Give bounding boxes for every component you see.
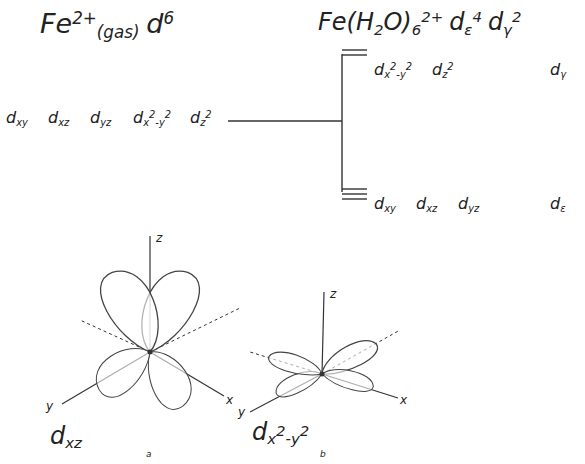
label-text: 2 bbox=[205, 109, 211, 120]
complex-heading: Fe(H2O)62+dε4dγ2 bbox=[318, 10, 521, 38]
label-text: d bbox=[488, 8, 503, 36]
axis-label: z bbox=[156, 232, 162, 244]
label-text: 2 bbox=[447, 61, 453, 72]
label-text: 2 bbox=[276, 422, 285, 440]
label-text: xy bbox=[16, 117, 28, 128]
orbital-label: dxy bbox=[6, 110, 28, 128]
label-text: -y bbox=[155, 117, 164, 128]
label-text: d bbox=[432, 60, 442, 79]
panel-letter: a bbox=[146, 450, 152, 459]
t2g-level bbox=[342, 198, 367, 199]
label-text: d bbox=[48, 108, 58, 127]
axis-label: x bbox=[226, 394, 233, 406]
label-text: d bbox=[252, 418, 267, 446]
label-text: d bbox=[416, 194, 426, 213]
axis-label: x bbox=[400, 394, 407, 406]
orbital-label: dxz bbox=[48, 110, 69, 128]
panel-letter: b bbox=[320, 450, 326, 459]
label-text: d bbox=[90, 108, 100, 127]
dx2y2-orbital bbox=[250, 292, 400, 412]
label-text: xz bbox=[58, 117, 69, 128]
orbital-name: dx2-y2 bbox=[252, 420, 309, 447]
eg-level bbox=[342, 49, 367, 50]
ion-heading: Fe2+(gas) d6 bbox=[40, 10, 174, 41]
orbital-set-label: dε bbox=[550, 196, 566, 214]
label-text: 2 bbox=[149, 109, 155, 120]
label-text: x bbox=[226, 393, 233, 407]
label-text: 2 bbox=[406, 61, 412, 72]
label-text: xy bbox=[384, 203, 396, 214]
label-text: Fe bbox=[40, 8, 72, 39]
orbital-label: dxz bbox=[416, 196, 437, 214]
label-text: 2 bbox=[165, 109, 171, 120]
label-text: d bbox=[50, 422, 65, 450]
orbital-label: dz2 bbox=[432, 62, 454, 80]
label-text: 2 bbox=[512, 8, 521, 26]
label-text: d bbox=[550, 60, 560, 79]
label-text: z bbox=[442, 69, 447, 80]
label-text: y bbox=[46, 399, 53, 413]
axis-label: y bbox=[238, 406, 245, 418]
label-text: z bbox=[156, 231, 162, 245]
label-text: yz bbox=[468, 203, 479, 214]
axis-label: z bbox=[330, 288, 336, 300]
label-text: d bbox=[190, 108, 200, 127]
label-text: 2+ bbox=[421, 8, 443, 26]
eg-level bbox=[342, 54, 367, 55]
label-text: -y bbox=[286, 430, 300, 448]
label-text: 6 bbox=[163, 8, 174, 28]
label-text: 2 bbox=[374, 21, 383, 39]
label-text: 6 bbox=[412, 21, 421, 39]
dxz-orbital bbox=[62, 236, 240, 415]
label-text: xz bbox=[65, 434, 82, 452]
label-text: b bbox=[320, 449, 326, 459]
label-text: 2 bbox=[300, 422, 309, 440]
label-text: Fe(H bbox=[318, 8, 374, 36]
label-text: yz bbox=[100, 117, 111, 128]
orbital-set-label: dγ bbox=[550, 62, 566, 80]
label-text: d bbox=[550, 194, 560, 213]
label-text: a bbox=[146, 449, 152, 459]
orbital-label: dz2 bbox=[190, 110, 212, 128]
label-text: d bbox=[374, 194, 384, 213]
label-text: 4 bbox=[472, 8, 481, 26]
label-text: ε bbox=[560, 203, 565, 214]
orbital-label: dyz bbox=[458, 196, 479, 214]
label-text: ε bbox=[464, 21, 472, 39]
label-text: d bbox=[458, 194, 468, 213]
level-line bbox=[228, 120, 342, 121]
label-text: γ bbox=[503, 21, 512, 39]
t2g-level bbox=[342, 188, 367, 189]
label-text: 2+ bbox=[72, 8, 97, 28]
label-text: x bbox=[143, 117, 149, 128]
label-text: x bbox=[267, 430, 276, 448]
label-text: 2 bbox=[390, 61, 396, 72]
label-text: d bbox=[374, 60, 384, 79]
label-text: d bbox=[6, 108, 16, 127]
label-text: O) bbox=[383, 8, 411, 36]
t2g-level bbox=[342, 193, 367, 194]
label-text: y bbox=[238, 405, 245, 419]
label-text: (gas) bbox=[97, 22, 140, 42]
label-text: z bbox=[330, 287, 336, 301]
label-text: x bbox=[384, 69, 390, 80]
orbital-label: dx2-y2 bbox=[133, 110, 171, 128]
orbital-label: dyz bbox=[90, 110, 111, 128]
label-text: -y bbox=[396, 69, 405, 80]
split-line bbox=[341, 54, 342, 192]
orbital-label: dx2-y2 bbox=[374, 62, 412, 80]
label-text: d bbox=[146, 8, 163, 39]
label-text: d bbox=[133, 108, 143, 127]
orbital-name: dxz bbox=[50, 424, 82, 451]
label-text: d bbox=[449, 8, 464, 36]
label-text: γ bbox=[560, 69, 566, 80]
label-text: z bbox=[200, 117, 205, 128]
orbital-label: dxy bbox=[374, 196, 396, 214]
axis-label: y bbox=[46, 400, 53, 412]
label-text: xz bbox=[426, 203, 437, 214]
label-text: x bbox=[400, 393, 407, 407]
